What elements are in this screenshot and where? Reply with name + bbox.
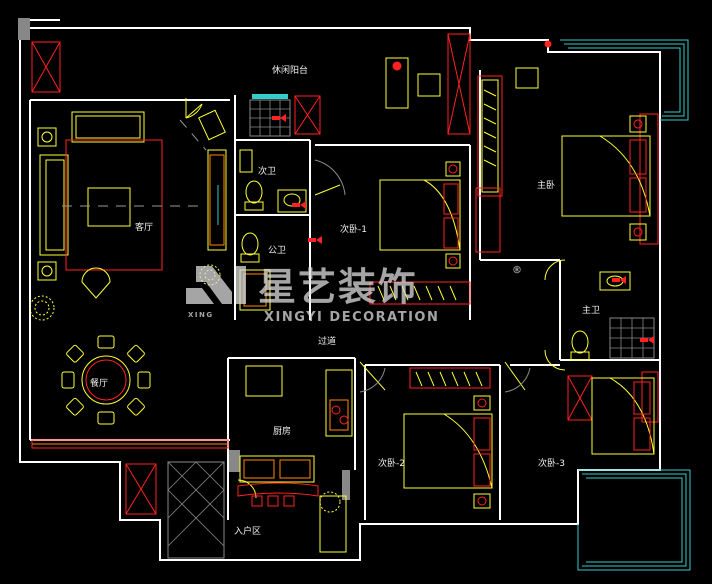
label-entrance: 入户区 [234,525,261,537]
watermark-brand-cn: 星艺装饰 [258,265,418,309]
kitchen-fixtures [167,365,353,559]
window-balcony [252,94,288,99]
watermark-registered: ® [512,265,524,276]
marker-arrows [272,114,654,344]
label-second-bedroom-2: 次卧-2 [378,457,405,469]
watermark-logo-text: XING [188,311,214,319]
label-master-bedroom: 主卧 [537,179,555,191]
label-master-bath: 主卫 [582,304,600,316]
label-dining-room: 餐厅 [90,377,108,389]
label-leisure-balcony: 休闲阳台 [272,64,308,76]
label-second-bath: 次卫 [258,165,276,177]
wardrobes [369,75,503,389]
label-second-bedroom-1: 次卧-1 [340,223,367,235]
label-corridor: 过道 [318,335,336,347]
column-entrance [342,470,350,500]
outer-walls [18,18,661,561]
label-living-room: 客厅 [135,221,153,233]
living-room-furniture [37,109,227,299]
beds [379,115,655,509]
dining-table [31,335,229,449]
label-second-bedroom-3: 次卧-3 [538,457,565,469]
column-nw [18,18,30,40]
balcony-desk [385,40,552,109]
watermark: XING 星艺装饰 XINGYI DECORATION ® [186,265,524,325]
watermark-brand-en: XINGYI DECORATION [264,310,439,325]
label-kitchen: 厨房 [273,425,291,437]
room-labels: 休闲阳台 客厅 次卫 公卫 次卧-1 主卧 主卫 过道 餐厅 厨房 次卧-2 次… [90,64,600,537]
column-kitchen [228,450,240,472]
balcony-railings [252,39,691,571]
watermark-logo-icon [186,266,246,304]
label-public-bath: 公卫 [268,245,286,256]
